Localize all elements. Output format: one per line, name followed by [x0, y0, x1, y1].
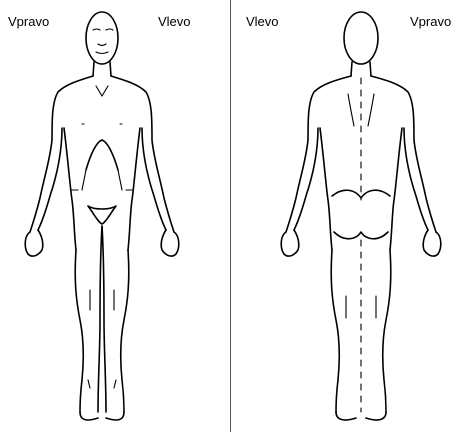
front-body-figure: [0, 0, 230, 432]
front-view-panel: Vpravo Vlevo: [0, 0, 230, 432]
front-head: [86, 12, 118, 64]
back-view-panel: Vlevo Vpravo: [232, 0, 465, 432]
panel-divider: [230, 0, 231, 432]
back-body-figure: [232, 0, 465, 432]
back-head: [344, 12, 378, 64]
